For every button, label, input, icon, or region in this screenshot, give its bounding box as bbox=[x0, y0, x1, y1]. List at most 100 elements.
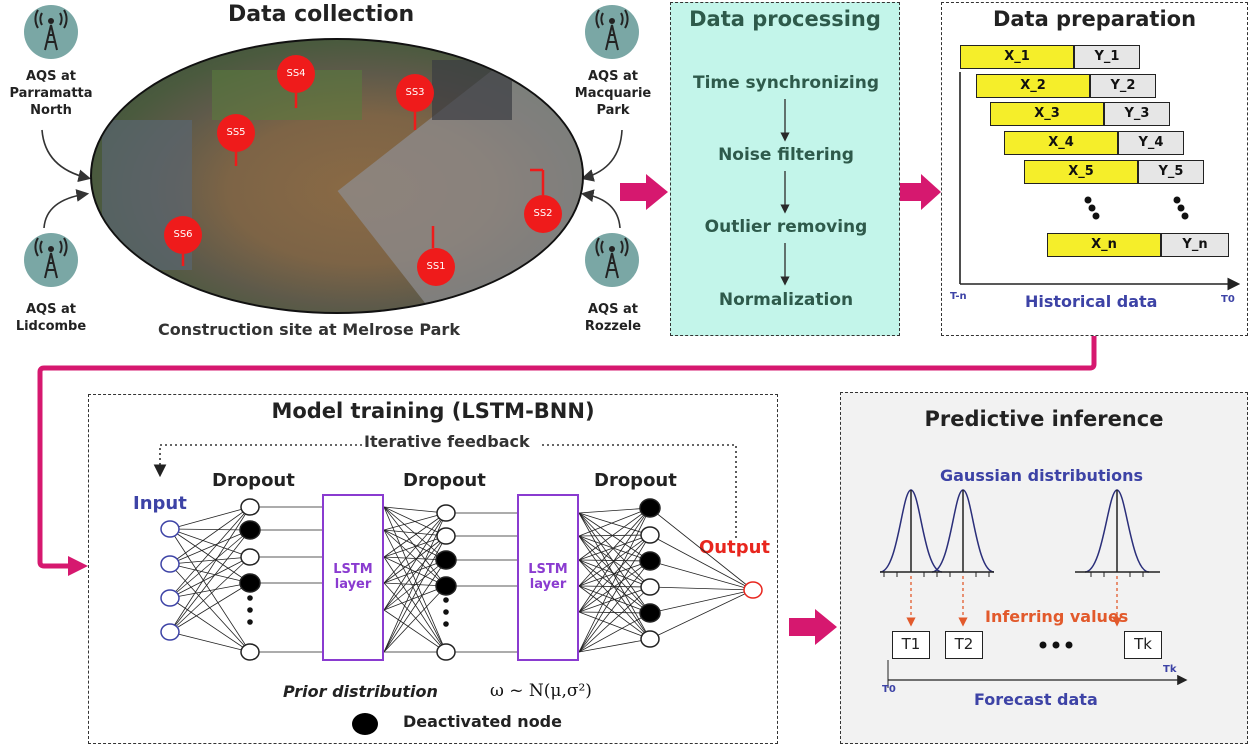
network-edge bbox=[169, 556, 251, 633]
network-edge bbox=[649, 589, 754, 614]
hidden-node bbox=[240, 548, 260, 566]
preparation-axes bbox=[959, 72, 1241, 291]
x-window-n: X_n bbox=[1047, 233, 1161, 257]
step-noise-filter: Noise filtering bbox=[718, 145, 854, 165]
connector-arrow bbox=[37, 336, 1097, 576]
inference-panel: Predictive inference bbox=[840, 392, 1248, 744]
network-edge bbox=[649, 534, 754, 591]
network-edge bbox=[169, 506, 251, 530]
network-diagram bbox=[0, 444, 763, 661]
inferring-label: Inferring values bbox=[985, 607, 1129, 626]
network-edge bbox=[578, 507, 651, 653]
input-node bbox=[160, 589, 180, 607]
network-edge bbox=[383, 585, 447, 611]
step-time-sync: Time synchronizing bbox=[692, 73, 880, 93]
forecast-axis-start: T0 bbox=[882, 684, 896, 695]
input-label: Input bbox=[133, 493, 187, 514]
network-edge bbox=[383, 512, 447, 653]
network-edge bbox=[578, 586, 651, 653]
sensor-pin-ss4: SS4 bbox=[277, 55, 315, 93]
network-edge bbox=[383, 512, 447, 531]
sensor-pin-ss2: SS2 bbox=[524, 195, 562, 233]
network-edge bbox=[169, 528, 251, 584]
network-edge bbox=[383, 535, 447, 653]
inference-title: Predictive inference bbox=[924, 407, 1164, 431]
network-edge bbox=[578, 638, 651, 653]
dropout-label-1: Dropout bbox=[212, 470, 295, 491]
ellipsis-dot bbox=[443, 621, 449, 627]
station-arrows bbox=[41, 129, 623, 229]
lstm-label: layer bbox=[529, 577, 567, 592]
lstm-layer-2: LSTM layer bbox=[517, 494, 579, 661]
forecast-axis-end: Tk bbox=[1163, 664, 1177, 675]
input-node bbox=[160, 623, 180, 641]
network-edge bbox=[649, 560, 754, 591]
flow-arrow-icon bbox=[789, 609, 837, 645]
network-edge bbox=[578, 586, 651, 613]
network-edge bbox=[383, 609, 447, 653]
deactivated-node bbox=[435, 576, 457, 596]
legend-label: Deactivated node bbox=[403, 712, 562, 731]
gaussian-label: Gaussian distributions bbox=[940, 466, 1143, 485]
network-edge bbox=[383, 512, 447, 611]
dropout-label-3: Dropout bbox=[594, 470, 677, 491]
deactivated-node-icon bbox=[352, 713, 378, 735]
network-edge bbox=[578, 560, 651, 653]
network-edge bbox=[383, 529, 447, 653]
lstm-label: LSTM bbox=[333, 562, 373, 577]
prior-formula: ω ~ N(μ,σ²) bbox=[490, 681, 592, 701]
network-edge bbox=[169, 529, 251, 565]
training-panel: Model training (LSTM-BNN) bbox=[88, 394, 778, 744]
network-edge bbox=[383, 506, 447, 561]
network-edge bbox=[578, 535, 651, 588]
network-edge bbox=[169, 582, 251, 599]
network-edge bbox=[383, 556, 447, 653]
network-edge bbox=[383, 506, 447, 514]
network-edge bbox=[649, 507, 754, 591]
sensor-pin-ss6: SS6 bbox=[164, 216, 202, 254]
y-window-n: Y_n bbox=[1161, 233, 1229, 257]
gaussian-plot bbox=[879, 489, 1188, 688]
forecast-tk: Tk bbox=[1124, 631, 1162, 659]
input-node bbox=[160, 555, 180, 573]
hidden-node bbox=[240, 498, 260, 516]
step-normalization: Normalization bbox=[718, 290, 854, 310]
lstm-label: layer bbox=[334, 577, 372, 592]
feedback-label: Iterative feedback bbox=[364, 432, 530, 451]
deactivated-node bbox=[239, 573, 261, 593]
y-window-1: Y_1 bbox=[1074, 45, 1140, 69]
network-edge bbox=[578, 512, 651, 640]
forecast-t2: T2 bbox=[945, 631, 983, 659]
output-label: Output bbox=[699, 537, 771, 558]
network-edge bbox=[578, 512, 651, 588]
network-edge bbox=[578, 611, 651, 640]
network-edge bbox=[383, 529, 447, 537]
tower-icon bbox=[583, 231, 641, 293]
network-edge bbox=[383, 559, 447, 584]
hist-axis-end: T0 bbox=[1221, 294, 1235, 305]
lstm-layer-1: LSTM layer bbox=[322, 494, 384, 661]
network-edge bbox=[383, 559, 447, 653]
hidden-node bbox=[436, 504, 456, 522]
network-edge bbox=[169, 597, 251, 653]
network-edge bbox=[169, 631, 251, 653]
network-edge bbox=[578, 535, 651, 614]
network-edge bbox=[383, 529, 447, 587]
network-edge bbox=[383, 535, 447, 558]
network-edge bbox=[169, 582, 251, 633]
network-edge bbox=[578, 535, 651, 562]
hidden-node bbox=[240, 643, 260, 661]
step-outlier-remove: Outlier removing bbox=[704, 217, 868, 237]
forecast-axis-label: Forecast data bbox=[974, 690, 1098, 709]
hidden-node bbox=[640, 526, 660, 544]
y-window-5: Y_5 bbox=[1138, 160, 1204, 184]
network-edge bbox=[169, 528, 251, 558]
hidden-node bbox=[436, 527, 456, 545]
x-window-3: X_3 bbox=[990, 102, 1104, 126]
network-edge bbox=[649, 589, 754, 640]
sensor-pin-ss3: SS3 bbox=[396, 74, 434, 112]
sensor-pin-ss5: SS5 bbox=[217, 114, 255, 152]
x-window-1: X_1 bbox=[960, 45, 1074, 69]
